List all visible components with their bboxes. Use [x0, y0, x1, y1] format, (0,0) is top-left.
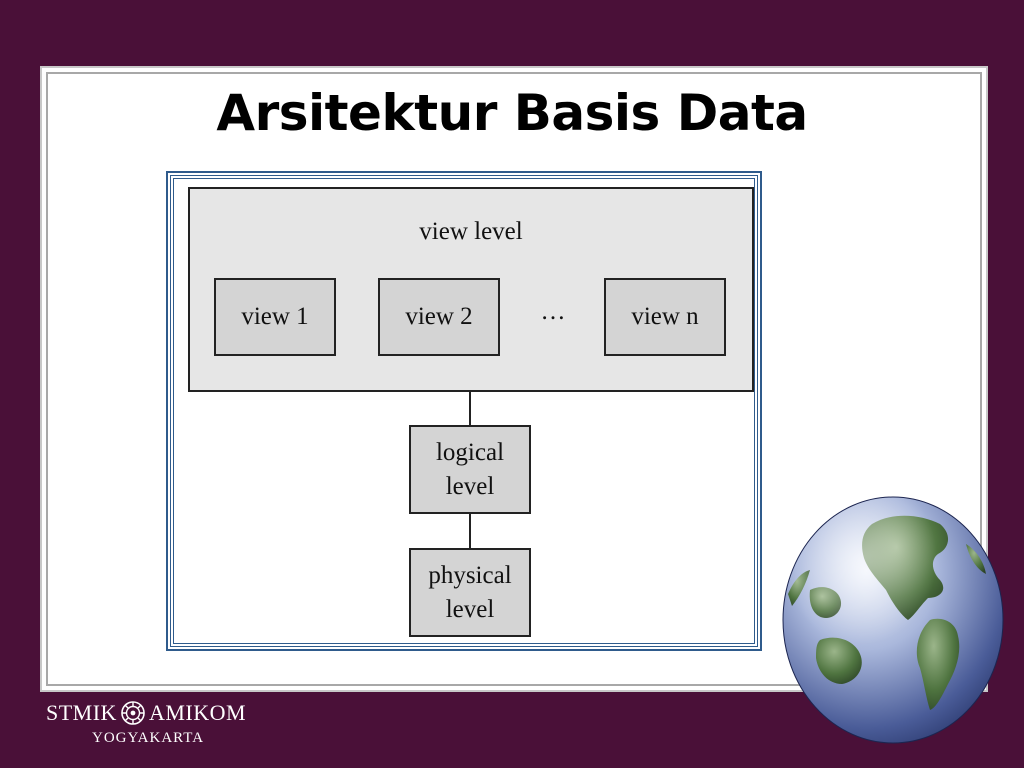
- views-ellipsis: …: [540, 298, 566, 325]
- physical-level-label: physical level: [428, 561, 512, 623]
- logo-city: YOGYAKARTA: [92, 730, 205, 746]
- logo-stmik-amikom: STMIK AMIKOM: [46, 700, 246, 726]
- connector-logical-physical: [469, 513, 471, 549]
- logical-level-box: logical level: [409, 425, 531, 514]
- view-level-label: view level: [419, 218, 523, 245]
- amikom-seal-icon: [121, 701, 145, 725]
- logo-right-text: AMIKOM: [148, 700, 247, 725]
- view-n-label: view n: [631, 303, 699, 330]
- view-1-label: view 1: [241, 303, 309, 330]
- connector-view-logical: [469, 390, 471, 426]
- logo-left-text: STMIK: [46, 700, 117, 725]
- slide-title: Arsitektur Basis Data: [216, 84, 808, 142]
- physical-level-box: physical level: [409, 548, 531, 637]
- globe-icon: [780, 494, 1006, 746]
- logical-level-label: logical level: [435, 438, 505, 500]
- view-2-box: view 2: [378, 278, 500, 356]
- view-n-box: view n: [604, 278, 726, 356]
- view-1-box: view 1: [214, 278, 336, 356]
- view-2-label: view 2: [405, 303, 473, 330]
